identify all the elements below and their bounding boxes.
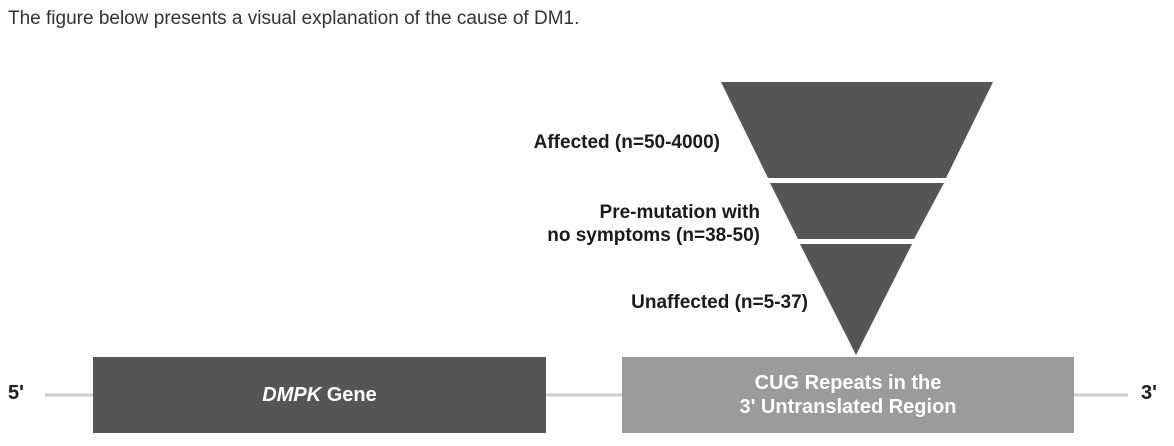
gene-suffix: Gene — [321, 384, 377, 406]
cug-repeats-line2: 3' Untranslated Region — [739, 396, 957, 418]
five-prime-label: 5' — [8, 382, 24, 404]
label-premutation-line1: Pre-mutation with — [599, 202, 760, 223]
label-unaffected: Unaffected (n=5-37) — [500, 291, 808, 314]
funnel-level-unaffected — [800, 244, 912, 355]
label-premutation-line2: no symptoms (n=38-50) — [547, 225, 760, 246]
label-affected-text: Affected (n=50-4000) — [533, 132, 720, 153]
three-prime-label: 3' — [1141, 382, 1157, 404]
label-unaffected-text: Unaffected (n=5-37) — [631, 292, 808, 313]
dmpk-gene-box: DMPK Gene — [93, 357, 546, 433]
label-affected: Affected (n=50-4000) — [430, 131, 720, 154]
gene-name: DMPK — [262, 384, 322, 406]
cug-repeats-line1: CUG Repeats in the — [754, 372, 942, 394]
funnel-level-affected — [721, 82, 993, 178]
intro-text: The figure below presents a visual expla… — [8, 8, 580, 29]
funnel-level-premutation — [770, 183, 944, 239]
cug-repeats-box: CUG Repeats in the 3' Untranslated Regio… — [622, 357, 1074, 433]
label-premutation: Pre-mutation with no symptoms (n=38-50) — [430, 201, 760, 247]
